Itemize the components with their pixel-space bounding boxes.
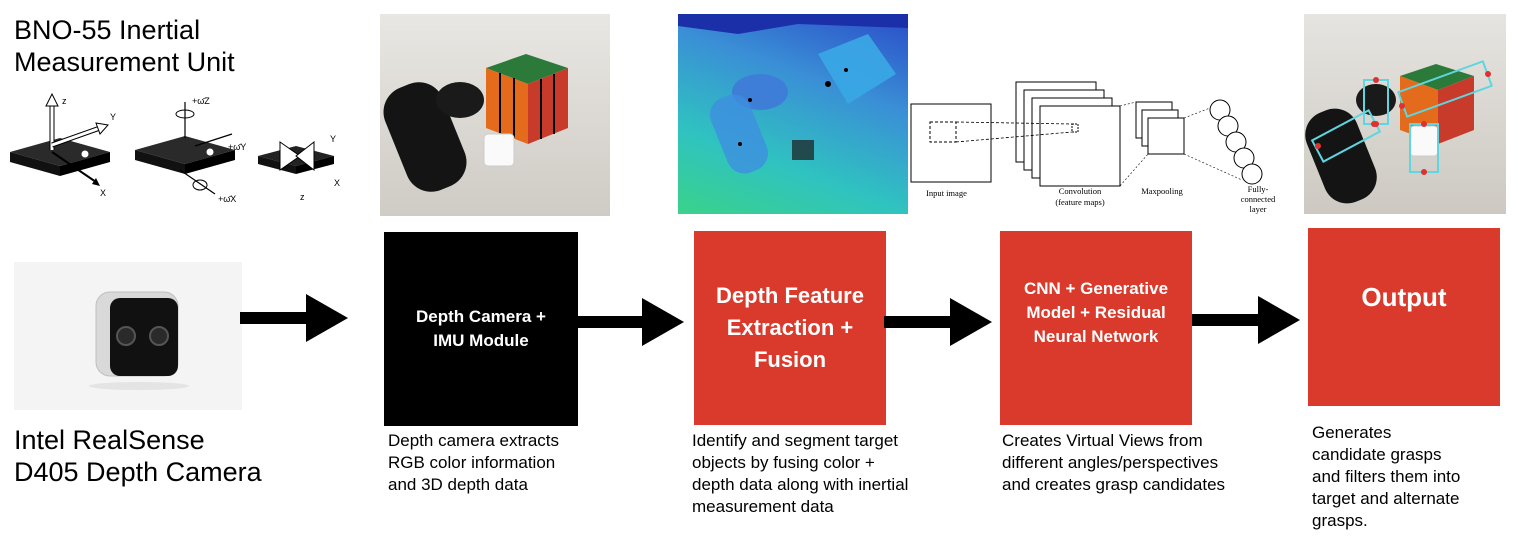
imu-axes-diagram: z Y X +ω̄Z +ω̄Y +ω̄X Y X z xyxy=(10,92,340,204)
cnn-fc-label-1: Fully- xyxy=(1248,184,1269,194)
arrow-camera-to-module xyxy=(240,294,348,342)
imu-dot-1 xyxy=(81,150,89,158)
cnn-input-image xyxy=(910,103,992,183)
imu-block-1-right xyxy=(60,152,110,176)
stage-desc-camera-imu: Depth camera extracts RGB color informat… xyxy=(388,431,560,494)
cnn-pooling-maps xyxy=(1147,117,1185,155)
imu-rot-x-label: +ω̄X xyxy=(218,194,236,204)
cnn-fc-label-2: connected xyxy=(1241,194,1276,204)
cnn-fc-label-3: layer xyxy=(1250,204,1267,214)
cnn-fc-nodes xyxy=(1241,163,1263,185)
arrow-module-to-fusion xyxy=(576,298,684,346)
imu-title: BNO-55 Inertial Measurement Unit xyxy=(14,15,235,77)
stage-desc-cnn: Creates Virtual Views from different ang… xyxy=(1002,431,1226,494)
imu-axis-y2-label: Y xyxy=(330,134,336,144)
cnn-feature-maps xyxy=(1039,105,1121,187)
imu-rot-z-label: +ω̄Z xyxy=(192,96,210,106)
cnn-input-label: Input image xyxy=(926,188,967,198)
stage-desc-output: Generates candidate grasps and filters t… xyxy=(1312,423,1461,530)
stage-box-feature-fusion: Depth Feature Extraction + Fusion xyxy=(694,231,886,425)
cnn-conv-sublabel: (feature maps) xyxy=(1055,197,1104,207)
cnn-pool-label: Maxpooling xyxy=(1141,186,1183,196)
stage-box-camera-imu: Depth Camera + IMU Module xyxy=(384,232,578,426)
camera-label: Intel RealSense D405 Depth Camera xyxy=(14,425,262,487)
output-grasps-photo xyxy=(1304,14,1506,214)
stage-desc-feature-fusion: Identify and segment target objects by f… xyxy=(692,431,909,516)
imu-axis-x-label: X xyxy=(100,188,106,198)
stage-box-cnn: CNN + Generative Model + Residual Neural… xyxy=(1000,231,1192,425)
rgb-scene-photo xyxy=(380,14,610,216)
imu-axis-z2-label: z xyxy=(300,192,305,202)
imu-axis-y-label: Y xyxy=(110,112,116,122)
depth-map-photo xyxy=(678,14,908,214)
imu-block-1-left xyxy=(10,152,60,176)
stage-box-output: Output xyxy=(1308,228,1500,406)
imu-axis-z-label: z xyxy=(62,96,67,106)
cnn-schematic: Input image Convolution (feature maps) M… xyxy=(910,81,1276,214)
cnn-conv-label: Convolution xyxy=(1059,186,1102,196)
arrow-fusion-to-cnn xyxy=(884,298,992,346)
imu-rot-y-label: +ω̄Y xyxy=(228,142,246,152)
arrow-cnn-to-output xyxy=(1192,296,1300,344)
imu-axis-x2-label: X xyxy=(334,178,340,188)
realsense-camera-photo xyxy=(14,262,242,410)
